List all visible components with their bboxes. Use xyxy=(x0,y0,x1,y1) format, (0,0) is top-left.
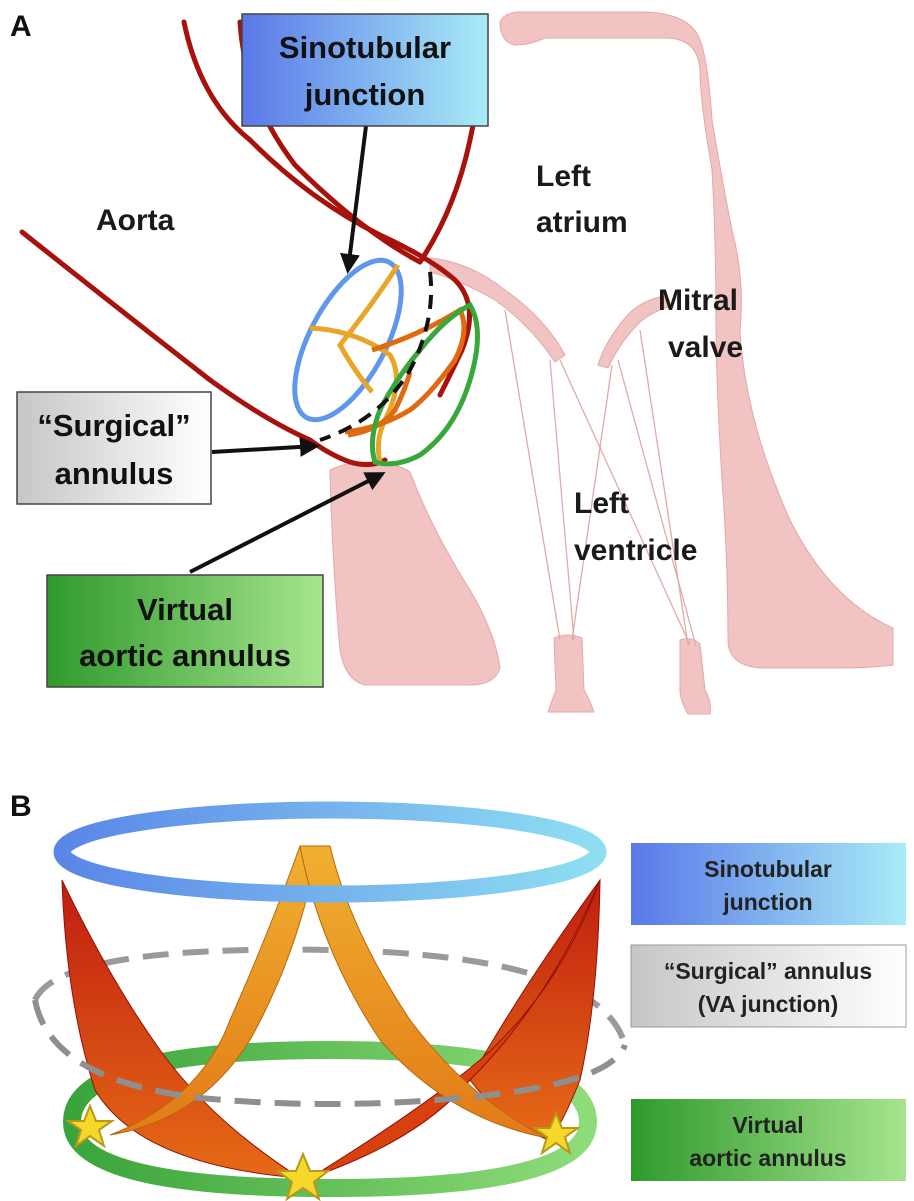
legend-virtual-line1: Virtual xyxy=(732,1112,803,1138)
box-virtual-line1: Virtual xyxy=(137,592,233,627)
legend-virtual: Virtual aortic annulus xyxy=(631,1099,906,1181)
panel-b: B Sinotubular junction xyxy=(10,790,906,1199)
arrow-surgical xyxy=(212,446,316,452)
legend-sinotubular: Sinotubular junction xyxy=(631,843,906,925)
panel-a: A xyxy=(10,10,893,714)
legend-surgical-line1: “Surgical” annulus xyxy=(664,958,872,984)
label-left-ventricle-line2: ventricle xyxy=(574,534,697,567)
box-sinotubular-line2: junction xyxy=(304,77,426,112)
legend-virtual-line2: aortic annulus xyxy=(689,1145,846,1171)
legend-surgical: “Surgical” annulus (VA junction) xyxy=(631,945,906,1027)
box-sinotubular-junction: Sinotubular junction xyxy=(242,14,488,126)
box-sinotubular-line1: Sinotubular xyxy=(279,30,451,65)
box-virtual-line2: aortic annulus xyxy=(79,638,291,673)
label-left-atrium-line2: atrium xyxy=(536,206,628,239)
label-mitral-line2: valve xyxy=(668,331,743,364)
label-aorta: Aorta xyxy=(96,204,175,237)
box-surgical-annulus: “Surgical” annulus xyxy=(17,392,211,504)
label-mitral-line1: Mitral xyxy=(658,284,738,317)
panel-b-letter: B xyxy=(10,790,32,823)
panel-a-letter: A xyxy=(10,10,32,43)
label-left-ventricle-line1: Left xyxy=(574,487,629,520)
legend-surgical-line2: (VA junction) xyxy=(698,991,839,1017)
cusp-gold-b xyxy=(340,265,398,392)
septal-wall xyxy=(330,462,500,685)
legend-sinotubular-line1: Sinotubular xyxy=(704,856,832,882)
legend-sinotubular-line2: junction xyxy=(722,889,812,915)
box-surgical-line1: “Surgical” xyxy=(37,408,190,443)
box-virtual-aortic-annulus: Virtual aortic annulus xyxy=(47,575,323,687)
papillary-muscle-left xyxy=(548,635,594,712)
label-left-atrium-line1: Left xyxy=(536,160,591,193)
papillary-muscle-right xyxy=(680,639,710,714)
box-surgical-line2: annulus xyxy=(55,456,174,491)
arrow-sinotubular xyxy=(348,126,366,270)
